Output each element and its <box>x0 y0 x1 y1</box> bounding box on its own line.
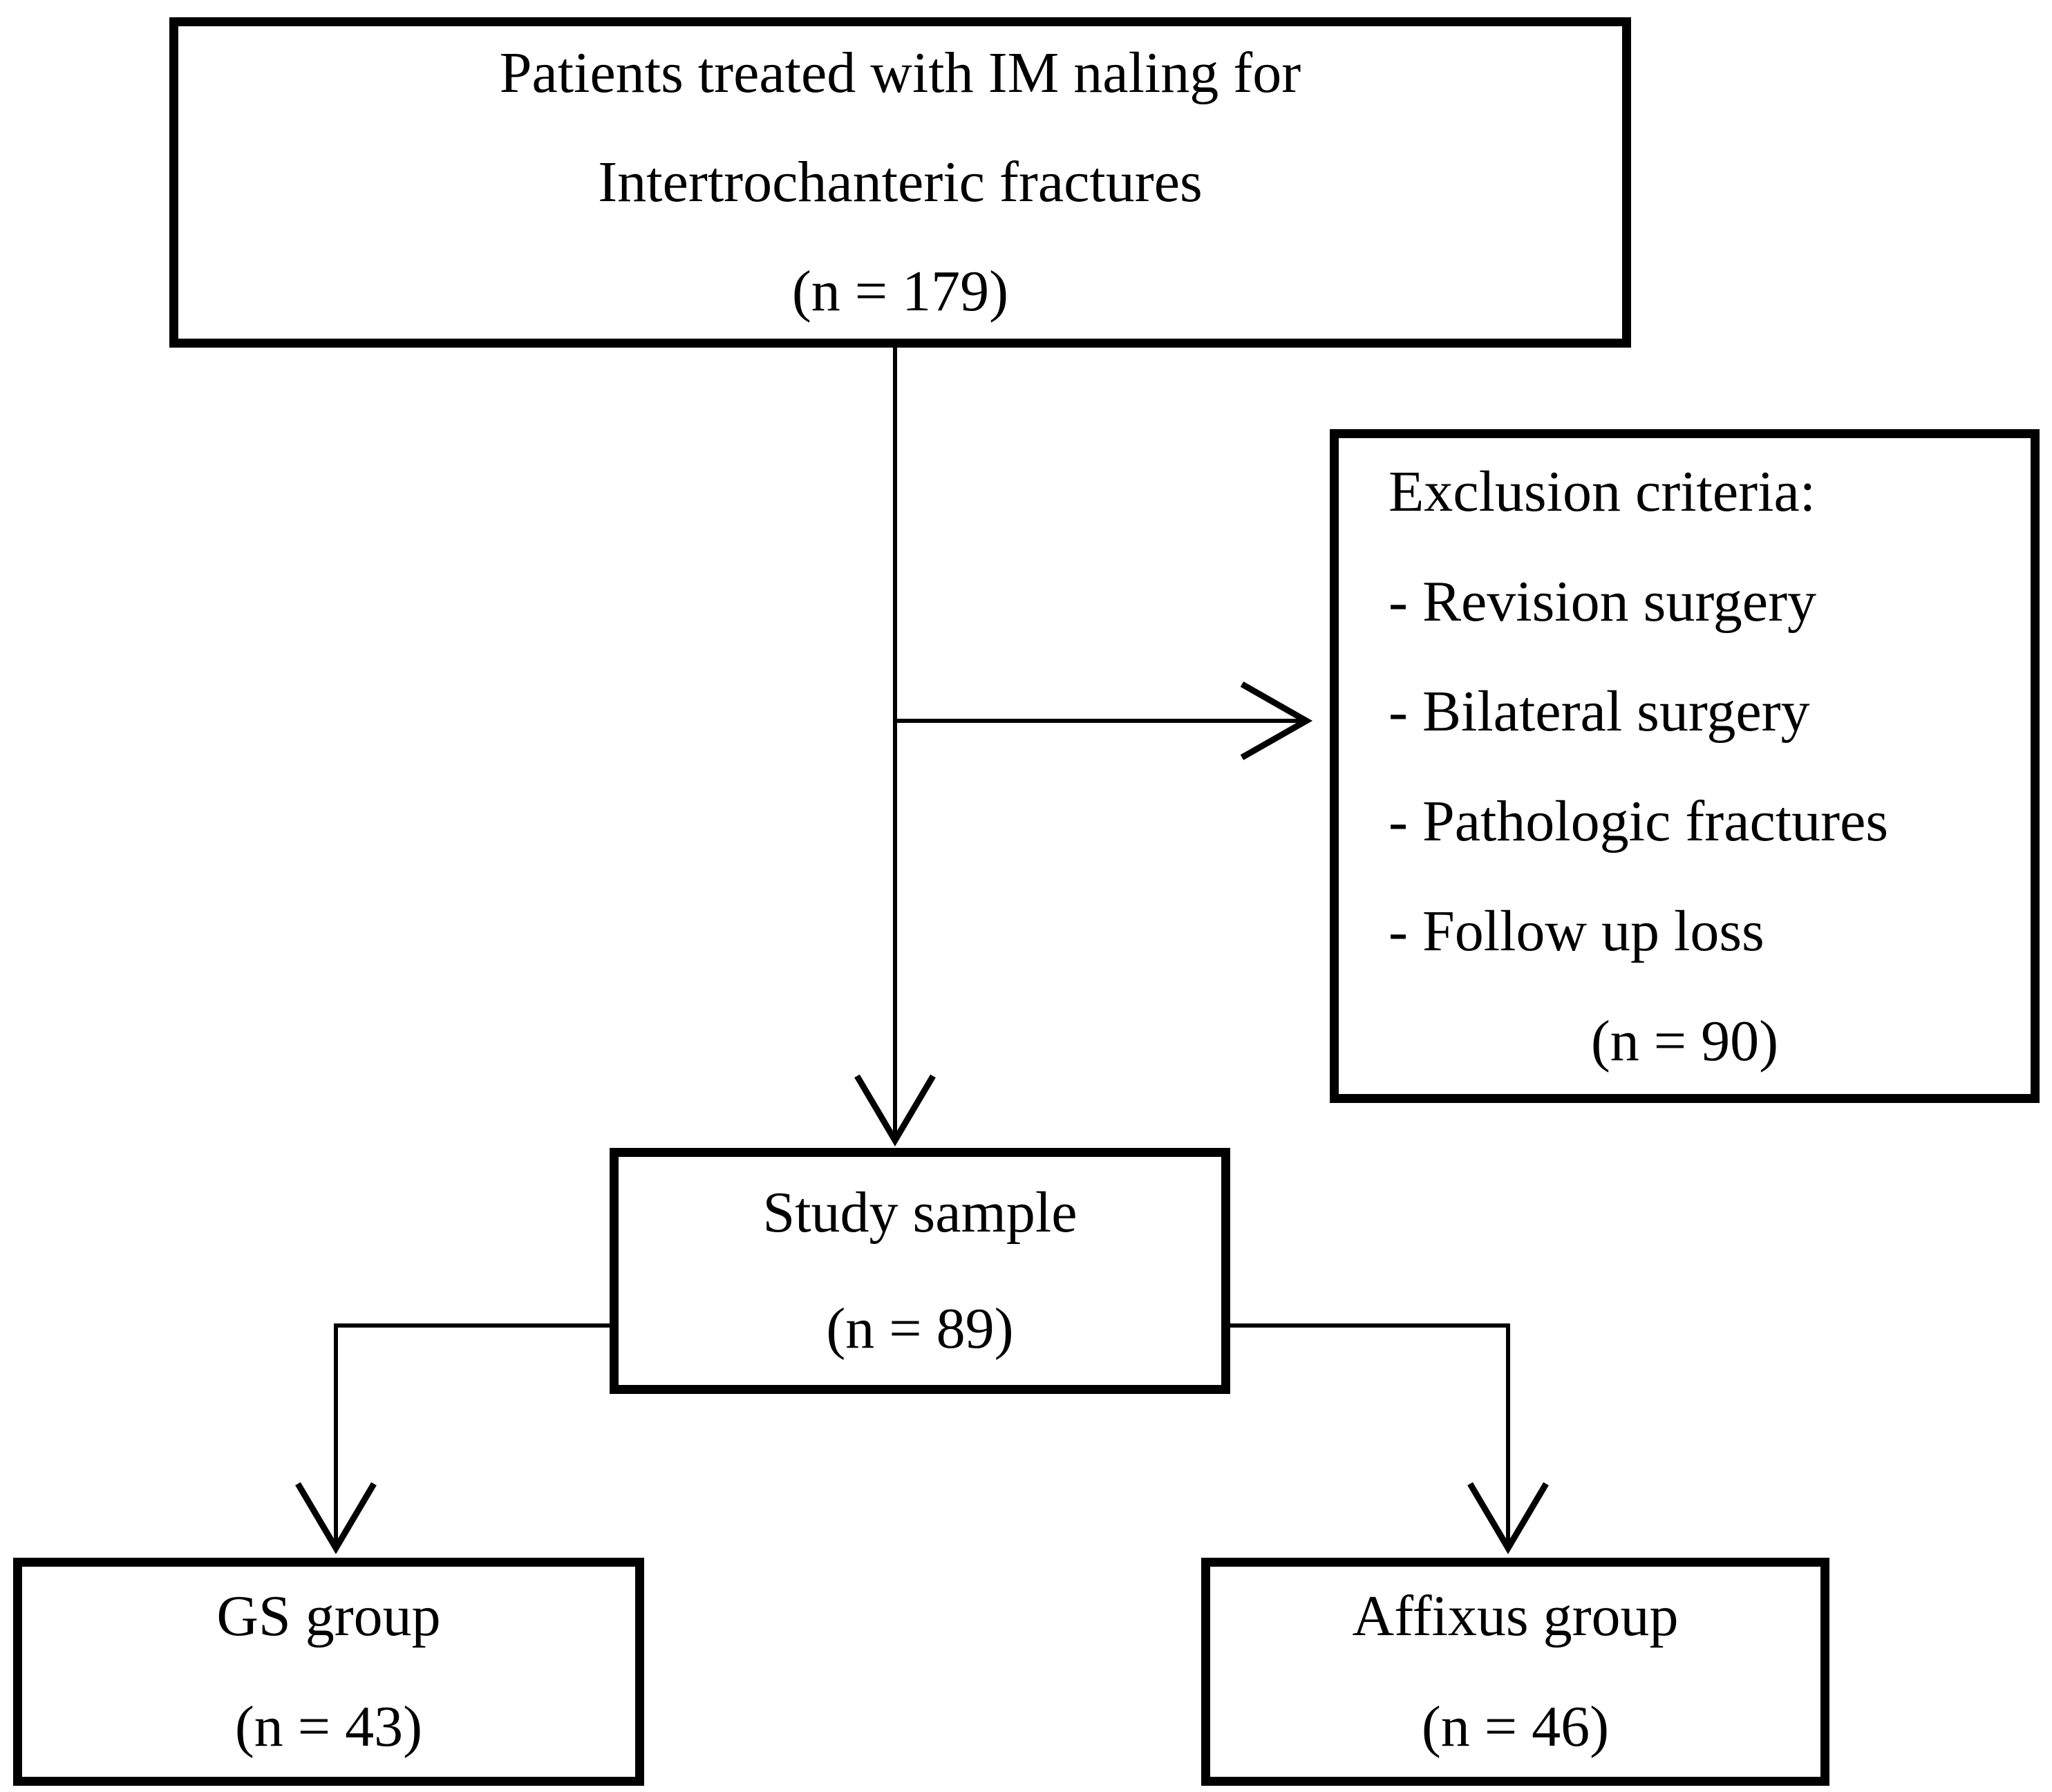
gs-group-n-count: (n = 43) <box>234 1695 423 1759</box>
arrowhead-down-study <box>854 1074 936 1147</box>
affixus-group-n-count: (n = 46) <box>1421 1695 1610 1759</box>
exclusion-item-revision: - Revision surgery <box>1389 569 1817 634</box>
box-exclusion-criteria: Exclusion criteria: - Revision surgery -… <box>1330 429 2040 1103</box>
affixus-group-label: Affixus group <box>1352 1584 1679 1648</box>
arrowhead-down-affixus <box>1467 1482 1549 1554</box>
exclusion-n-count: (n = 90) <box>1590 1008 1779 1073</box>
patients-line-2: Intertrochanteric fractures <box>598 150 1203 214</box>
gs-group-label: GS group <box>216 1584 441 1648</box>
exclusion-item-followup: - Follow up loss <box>1389 898 1764 963</box>
box-study-sample: Study sample (n = 89) <box>610 1148 1230 1394</box>
arrowhead-right-exclusion <box>1240 681 1313 760</box>
patients-line-1: Patients treated with IM naling for <box>499 41 1301 105</box>
patients-n-count: (n = 179) <box>791 259 1009 323</box>
study-sample-label: Study sample <box>762 1180 1077 1245</box>
box-patients-treated: Patients treated with IM naling for Inte… <box>169 17 1631 348</box>
arrowhead-down-gs <box>295 1482 377 1554</box>
exclusion-item-bilateral: - Bilateral surgery <box>1389 679 1810 744</box>
exclusion-title: Exclusion criteria: <box>1389 459 1816 524</box>
study-sample-n-count: (n = 89) <box>826 1296 1014 1361</box>
box-affixus-group: Affixus group (n = 46) <box>1201 1558 1829 1786</box>
exclusion-item-pathologic: - Pathologic fractures <box>1389 789 1889 853</box>
box-gs-group: GS group (n = 43) <box>13 1558 644 1786</box>
